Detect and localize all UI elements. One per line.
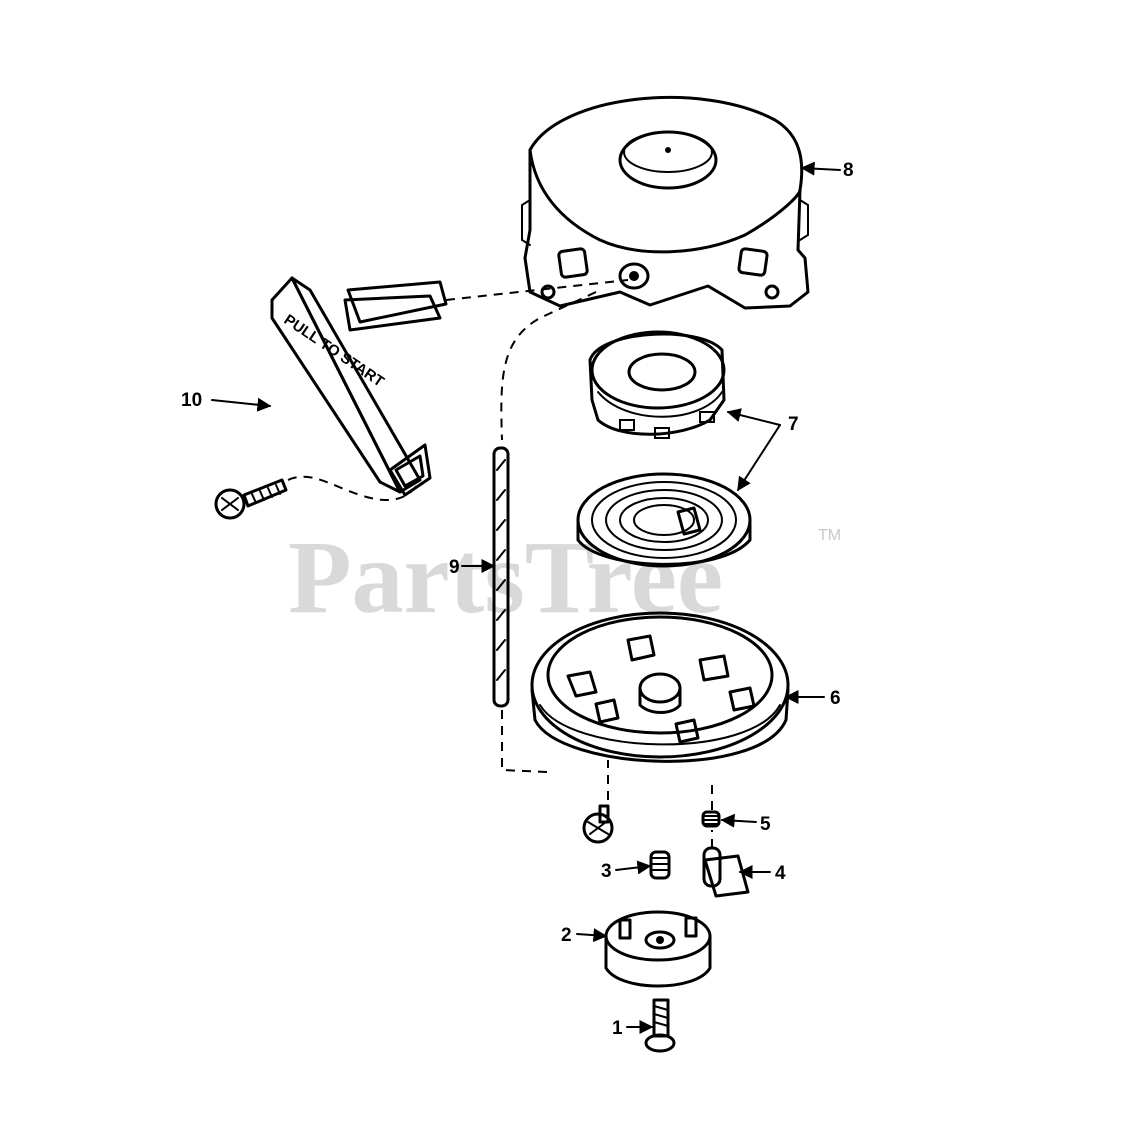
leader-arrows: [211, 161, 841, 1034]
callout-3[interactable]: 3: [601, 861, 612, 882]
part-9-rope[interactable]: [492, 446, 510, 708]
callout-9[interactable]: 9: [449, 557, 460, 578]
callout-6[interactable]: 6: [830, 688, 841, 709]
callout-8[interactable]: 8: [843, 160, 854, 181]
callout-1[interactable]: 1: [612, 1018, 623, 1039]
part-7-recoil-spring[interactable]: [576, 472, 752, 568]
assembly-lines: [287, 279, 713, 848]
part-8-housing[interactable]: [521, 96, 810, 310]
watermark: PartsTree TM: [288, 520, 841, 635]
callout-4[interactable]: 4: [775, 863, 786, 884]
part-3-spring[interactable]: [649, 850, 671, 880]
callout-labels: 8 7 6 9 10 5 4 3 2 1: [181, 160, 854, 1039]
part-6-pulley[interactable]: [530, 611, 790, 763]
pawl-pivot[interactable]: [582, 804, 614, 844]
watermark-trademark: TM: [818, 527, 841, 544]
part-2-retainer[interactable]: [604, 910, 712, 988]
handle-screw[interactable]: [214, 478, 288, 520]
callout-2[interactable]: 2: [561, 925, 572, 946]
callout-10[interactable]: 10: [181, 390, 202, 411]
part-10-handle[interactable]: PULL TO START: [270, 276, 448, 497]
part-1-screw[interactable]: [644, 998, 676, 1053]
callout-7[interactable]: 7: [788, 414, 799, 435]
callout-5[interactable]: 5: [760, 814, 771, 835]
part-7-spring-cup[interactable]: [588, 330, 726, 439]
handle-label: PULL TO START: [281, 311, 387, 390]
part-5-spring[interactable]: [701, 810, 721, 828]
